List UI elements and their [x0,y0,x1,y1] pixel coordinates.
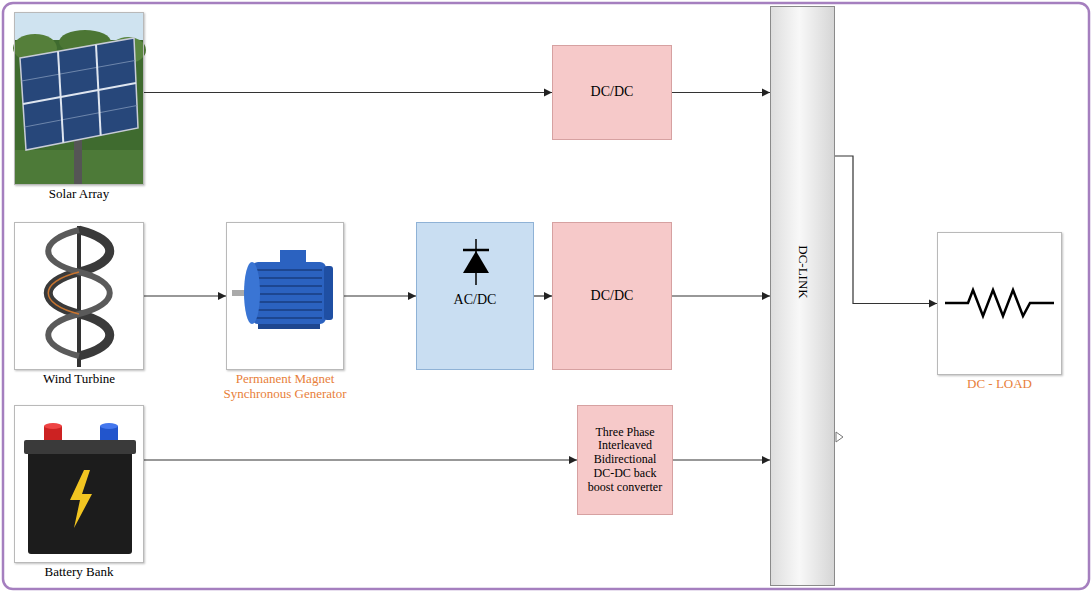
generator-picture [256,277,322,279]
solar-array-picture [23,83,136,104]
dc-link-bus: DC-LINK [770,6,835,586]
node-label: Three Phase Interleaved Bidirectional DC… [584,426,666,495]
generator-picture [280,250,306,264]
connector-arrow [144,92,552,93]
connector-arrow [344,295,416,296]
generator-picture [256,269,322,271]
solar-array-box: Solar Array [14,12,144,185]
wind-turbine-picture [48,272,79,314]
generator-picture [256,293,322,295]
connector-arrow [672,295,770,296]
wind-turbine-picture [48,230,110,356]
generator-picture [256,317,322,319]
resistor-symbol [945,290,1054,316]
outer-frame [3,3,1089,589]
wind-turbine-picture [77,226,81,367]
diode-symbol [463,249,489,252]
battery-bank-box: Battery Bank [14,405,144,563]
solar-array-picture [25,106,138,128]
bidirectional-converter-box: Three Phase Interleaved Bidirectional DC… [577,405,673,515]
battery-picture [70,470,92,528]
battery-picture [24,440,136,454]
converter-box: DC/DC [552,222,672,370]
wind-turbine-picture [48,230,110,356]
solar-array-picture [13,13,146,184]
connector-arrow [672,92,770,93]
battery-picture [28,448,132,554]
node-caption: Solar Array [14,187,144,202]
wind-turbine-box: Wind Turbine [14,222,144,370]
generator-picture [244,262,260,324]
wind-turbine-picture [48,226,110,367]
generator-picture [256,285,322,287]
generator-picture [324,266,333,320]
resistor-symbol [945,290,1054,316]
solar-array-picture [74,138,82,184]
dc-load-box: DC - LOAD [937,232,1062,375]
connector-arrow [144,459,577,460]
generator-picture [232,250,333,329]
node-caption: Battery Bank [14,565,144,580]
converter-box: DC/DC [552,45,672,140]
rectifier-box: AC/DC [416,222,534,370]
battery-picture [100,423,118,429]
solar-array-picture [58,51,63,142]
connector-arrow [835,156,937,304]
node-label: DC-LINK [795,245,810,298]
generator-picture [256,309,322,311]
node-caption: Permanent Magnet Synchronous Generator [205,372,365,402]
diode-symbol [463,251,489,273]
connector-arrow [534,295,552,296]
battery-picture [44,423,62,429]
node-caption: DC - LOAD [930,377,1070,392]
solar-array-picture [20,38,138,150]
generator-picture [256,301,322,303]
solar-array-picture [96,45,101,136]
battery-picture [24,423,136,554]
link-port-mark [836,432,843,442]
node-caption: Wind Turbine [14,372,144,387]
node-label: DC/DC [591,84,634,100]
generator-picture [252,262,326,324]
node-label: AC/DC [454,292,497,308]
generator-box: Permanent Magnet Synchronous Generator [226,222,344,370]
connector-arrow [144,295,226,296]
generator-picture [232,290,246,296]
connector-arrow [673,459,770,460]
node-label: DC/DC [591,288,634,304]
solar-array-picture [22,61,136,82]
